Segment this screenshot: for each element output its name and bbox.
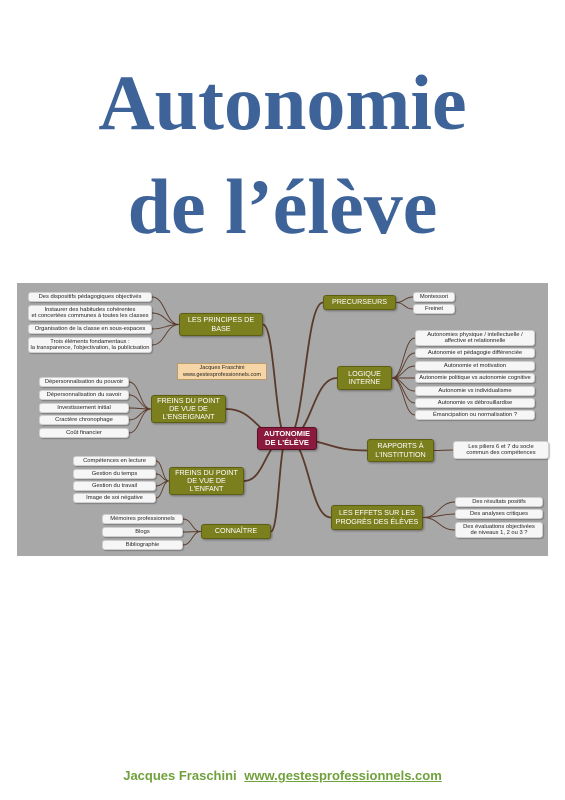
link-center-effets bbox=[286, 437, 332, 519]
footer-author: Jacques Fraschini bbox=[123, 768, 237, 783]
link-effets-2 bbox=[422, 513, 456, 518]
leaf-freins-enfant-1: Compétences en lecture bbox=[73, 456, 156, 466]
leaf-logique-3: Autonomie et motivation bbox=[415, 361, 535, 371]
leaf-principes-1: Des dispositifs pédagogiques objectivés bbox=[28, 292, 152, 302]
leaf-freins-enseignant-3: Investissement initial bbox=[39, 403, 129, 413]
leaf-freins-enseignant-4: Cractère chronophage bbox=[39, 415, 129, 425]
leaf-logique-6: Autonomie vs débrouillardise bbox=[415, 398, 535, 408]
leaf-logique-4: Autonomie politique vs autonomie cogniti… bbox=[415, 373, 535, 383]
link-logique-7 bbox=[391, 377, 416, 416]
leaf-connaitre-1: Mémoires professionnels bbox=[102, 514, 183, 524]
link-freins_enseignant-5 bbox=[128, 408, 152, 434]
leaf-freins-enseignant-1: Dépersonnalisation du pouvoir bbox=[39, 377, 129, 387]
link-rapports-1 bbox=[433, 449, 454, 451]
link-center-connaitre bbox=[270, 437, 288, 533]
leaf-effets-1: Des résultats positifs bbox=[455, 497, 543, 507]
leaf-connaitre-2: Blogs bbox=[102, 527, 183, 537]
link-freins_enfant-4 bbox=[155, 480, 170, 499]
leaf-freins-enseignant-2: Dépersonnalisation du savoir bbox=[39, 390, 129, 400]
link-center-principes bbox=[262, 323, 288, 440]
link-effets-1 bbox=[422, 501, 456, 518]
leaf-freins-enfant-3: Gestion du travail bbox=[73, 481, 156, 491]
link-freins_enseignant-2 bbox=[128, 394, 152, 410]
link-freins_enseignant-1 bbox=[128, 381, 152, 410]
leaf-logique-7: Émancipation ou normalisation ? bbox=[415, 410, 535, 420]
leaf-precurseurs-1: Montessori bbox=[413, 292, 455, 302]
link-principes-4 bbox=[151, 324, 180, 346]
link-precurseurs-1 bbox=[395, 296, 414, 303]
link-center-precurseurs bbox=[286, 301, 324, 440]
page-title-line-1: Autonomie bbox=[98, 59, 467, 146]
leaf-freins-enseignant-5: Coût financier bbox=[39, 428, 129, 438]
link-connaitre-1 bbox=[182, 518, 202, 532]
link-logique-5 bbox=[391, 377, 416, 392]
leaf-logique-1: Autonomies physique / intellectuelle /af… bbox=[415, 330, 535, 346]
link-logique-1 bbox=[391, 337, 416, 379]
link-precurseurs-2 bbox=[395, 302, 414, 310]
leaf-precurseurs-2: Freinet bbox=[413, 304, 455, 314]
leaf-logique-2: Autonomie et pédagogie différenciée bbox=[415, 348, 535, 358]
leaf-connaitre-3: Bibliographie bbox=[102, 540, 183, 550]
leaf-principes-3: Organisation de la classe en sous-espace… bbox=[28, 324, 152, 334]
link-principes-2 bbox=[151, 312, 180, 325]
link-principes-1 bbox=[151, 296, 180, 325]
page-title-line-2: de l’élève bbox=[127, 163, 438, 250]
branch-connaitre: CONNAÎTRE bbox=[201, 524, 271, 539]
branch-precurseurs: PRECURSEURS bbox=[323, 295, 396, 310]
leaf-freins-enfant-2: Gestion du temps bbox=[73, 469, 156, 479]
leaf-principes-4: Trois éléments fondamentaux :la transpar… bbox=[28, 337, 152, 353]
leaf-effets-2: Des analyses critiques bbox=[455, 509, 543, 519]
footer: Jacques Fraschini www.gestesprofessionne… bbox=[0, 768, 565, 783]
link-connaitre-3 bbox=[182, 531, 202, 546]
footer-site-link[interactable]: www.gestesprofessionnels.com bbox=[244, 768, 442, 783]
link-freins_enseignant-4 bbox=[128, 408, 152, 421]
link-effets-3 bbox=[422, 517, 456, 531]
leaf-logique-5: Autonomie vs individualisme bbox=[415, 386, 535, 396]
leaf-freins-enfant-4: Image de soi négative bbox=[73, 493, 156, 503]
